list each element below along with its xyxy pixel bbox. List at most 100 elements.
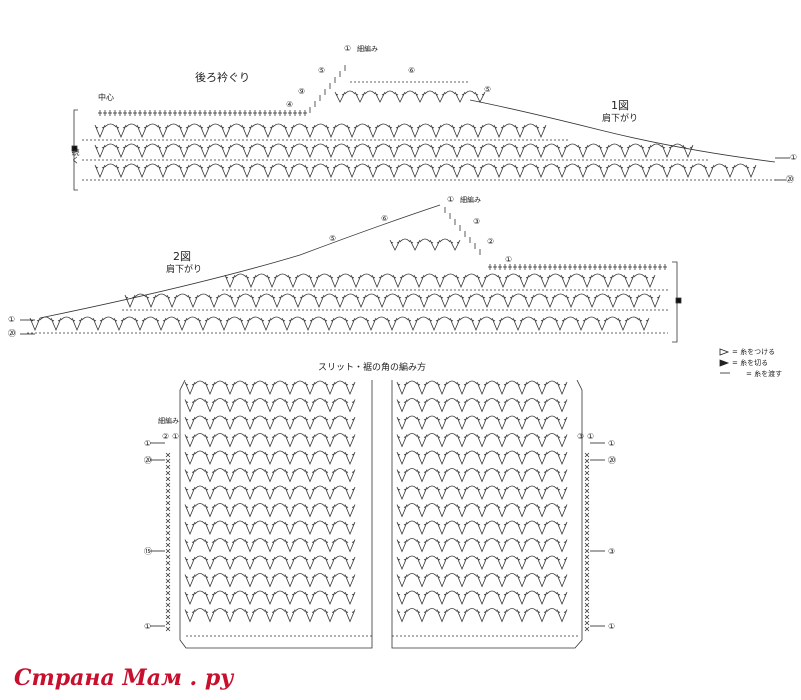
chain-arc (566, 163, 579, 168)
v-stitch (436, 416, 448, 431)
chain-arc (486, 590, 498, 595)
v-stitch (244, 521, 256, 536)
v-stitch (416, 556, 428, 571)
chain-arc (165, 316, 178, 321)
chain-arc (486, 538, 498, 542)
v-stitch (644, 274, 656, 289)
v-stitch (367, 144, 379, 159)
v-stitch (244, 504, 256, 518)
chain-arc (446, 608, 458, 612)
chain-arc (335, 123, 348, 128)
chain-arc (360, 273, 373, 278)
chain-arc (533, 293, 546, 298)
v-stitch (94, 144, 106, 159)
chain-arc (524, 163, 537, 168)
chain-arc (314, 450, 326, 455)
chain-arc (254, 520, 266, 525)
v-stitch (556, 381, 568, 396)
chain-arc (102, 316, 115, 321)
chain-arc (356, 163, 369, 168)
v-stitch (536, 609, 548, 623)
chain-arc (486, 468, 498, 472)
chain-arc (214, 468, 226, 472)
v-stitch (283, 164, 295, 179)
v-stitch (264, 451, 276, 466)
chain-arc (446, 468, 458, 472)
chain-arc (507, 273, 520, 278)
chain-arc (234, 590, 246, 595)
v-stitch (472, 124, 484, 139)
diagram3-title: スリット・裾の角の編み方 (318, 363, 427, 373)
v-stitch (224, 434, 236, 448)
chain-arc (276, 273, 289, 278)
v-stitch (224, 521, 236, 536)
v-stitch (204, 416, 216, 431)
dec2-label: 細編み (460, 196, 481, 204)
v-stitch (392, 274, 404, 289)
v-stitch (264, 416, 276, 431)
chain-arc (439, 238, 451, 243)
v-stitch (434, 274, 446, 289)
chain-arc (570, 273, 583, 278)
v-stitch (324, 591, 336, 606)
v-stitch (454, 91, 466, 103)
chain-arc (526, 380, 538, 385)
v-stitch (397, 294, 409, 309)
v-stitch (516, 609, 528, 623)
v-stitch (344, 317, 356, 332)
v-stitch (241, 164, 253, 179)
v-stitch (493, 144, 505, 159)
v-stitch (623, 274, 635, 289)
v-stitch (241, 124, 253, 139)
row-marker: ① (505, 255, 513, 264)
v-stitch (493, 164, 505, 179)
v-stitch (476, 556, 488, 571)
chain-arc (194, 590, 206, 595)
chain-arc (314, 380, 326, 385)
v-stitch (325, 124, 337, 139)
chain-arc (526, 485, 538, 490)
v-stitch (724, 164, 736, 179)
chain-arc (334, 520, 346, 525)
chain-arc (214, 538, 226, 542)
row-marker: ① (344, 44, 352, 53)
v-stitch (374, 91, 386, 103)
chain-arc (466, 398, 478, 402)
v-stitch (436, 521, 448, 536)
row-marker: ③ (608, 547, 616, 556)
v-stitch (556, 556, 568, 571)
v-stitch (430, 124, 442, 139)
chain-arc (194, 608, 206, 612)
chain-arc (633, 273, 646, 278)
v-stitch (176, 317, 188, 332)
chain-arc (254, 468, 266, 472)
chain-arc (596, 293, 609, 298)
chain-arc (692, 163, 705, 168)
v-stitch (451, 164, 463, 179)
v-stitch (430, 164, 442, 179)
chart-3-stitches (165, 379, 590, 649)
v-stitch (365, 317, 377, 332)
chain-arc (406, 415, 418, 420)
v-stitch (536, 381, 548, 396)
chain-arc (146, 143, 159, 148)
v-stitch (157, 144, 169, 159)
v-stitch (184, 451, 196, 466)
v-stitch (533, 317, 545, 332)
v-stitch (264, 591, 276, 606)
chain-arc (364, 90, 376, 95)
v-stitch (264, 574, 276, 588)
row-marker: ① (8, 315, 16, 324)
chain-arc (274, 538, 286, 542)
marker-square (71, 145, 78, 152)
chain-arc (486, 415, 498, 420)
chain-arc (506, 590, 518, 595)
chain-arc (406, 433, 418, 437)
v-stitch (416, 416, 428, 431)
chain-arc (506, 555, 518, 560)
chain-arc (546, 398, 558, 402)
chain-arc (546, 450, 558, 455)
v-stitch (124, 294, 136, 309)
diagram1-title: 後ろ衿ぐり (195, 71, 250, 84)
